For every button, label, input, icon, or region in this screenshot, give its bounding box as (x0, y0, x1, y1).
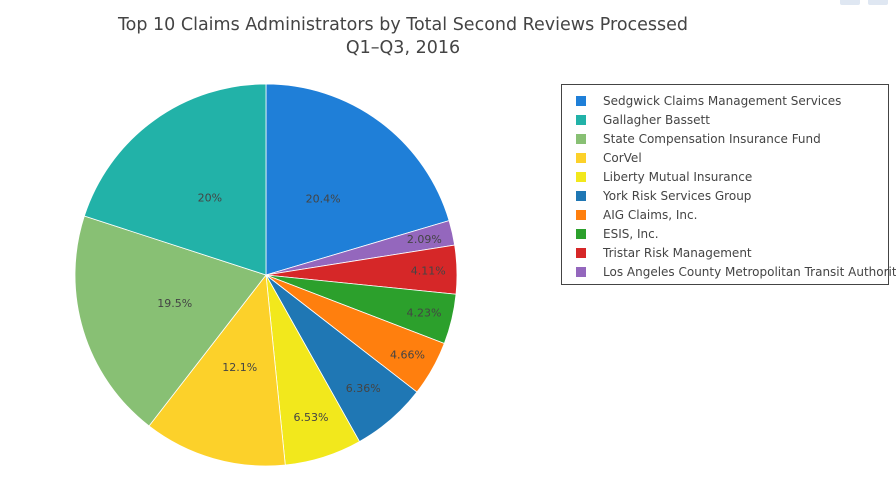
toolbar-button-icon[interactable] (840, 0, 860, 5)
legend-swatch (576, 95, 586, 106)
legend-item[interactable]: ESIS, Inc. (576, 224, 659, 243)
legend-label: Los Angeles County Metropolitan Transit … (603, 264, 896, 279)
legend-swatch (576, 190, 586, 201)
legend-label: Tristar Risk Management (603, 245, 752, 260)
legend-item[interactable]: Tristar Risk Management (576, 243, 752, 262)
slice-percent-label: 19.5% (157, 297, 192, 310)
legend-label: AIG Claims, Inc. (603, 207, 698, 222)
slice-percent-label: 2.09% (407, 233, 442, 246)
legend-item[interactable]: Liberty Mutual Insurance (576, 167, 752, 186)
legend-swatch (576, 266, 586, 277)
chart-title-line-1: Top 10 Claims Administrators by Total Se… (117, 15, 689, 35)
legend-label: Sedgwick Claims Management Services (603, 93, 842, 108)
legend-swatch (576, 247, 586, 258)
legend-item[interactable]: York Risk Services Group (576, 186, 751, 205)
slice-percent-label: 6.36% (346, 382, 381, 395)
toolbar-button-icon[interactable] (868, 0, 888, 5)
legend-label: ESIS, Inc. (603, 226, 659, 241)
slice-percent-label: 20% (198, 192, 222, 205)
legend-swatch (576, 171, 586, 182)
toolbar-edge (838, 0, 896, 6)
legend-item[interactable]: State Compensation Insurance Fund (576, 129, 821, 148)
legend-label: CorVel (603, 150, 642, 165)
legend-swatch (576, 114, 586, 125)
chart-title-line-2: Q1–Q3, 2016 (345, 38, 461, 58)
legend-label: State Compensation Insurance Fund (603, 131, 821, 146)
legend-label: Gallagher Bassett (603, 112, 710, 127)
legend-swatch (576, 209, 586, 220)
legend-swatch (576, 152, 586, 163)
slice-percent-label: 4.66% (390, 349, 425, 362)
pie-slice-state-compensation-insurance-fund[interactable] (74, 215, 267, 427)
legend-item[interactable]: Gallagher Bassett (576, 110, 710, 129)
pie-slice-sedgwick-claims-management-services[interactable] (265, 83, 450, 276)
slice-percent-label: 6.53% (293, 411, 328, 424)
legend-item[interactable]: AIG Claims, Inc. (576, 205, 697, 224)
slice-percent-label: 4.23% (406, 307, 441, 320)
legend-label: Liberty Mutual Insurance (603, 169, 753, 184)
legend-swatch (576, 228, 586, 239)
chart-title: Top 10 Claims Administrators by Total Se… (0, 14, 806, 60)
pie-slice-corvel[interactable] (148, 273, 286, 467)
slice-percent-label: 12.1% (222, 361, 257, 374)
legend-swatch (576, 133, 586, 144)
slice-percent-label: 20.4% (306, 192, 341, 205)
pie-slice-gallagher-bassett[interactable] (83, 83, 267, 276)
slice-percent-label: 4.11% (411, 264, 446, 277)
legend-label: York Risk Services Group (603, 188, 752, 203)
legend-item[interactable]: Sedgwick Claims Management Services (576, 91, 841, 110)
legend-item[interactable]: CorVel (576, 148, 642, 167)
legend-item[interactable]: Los Angeles County Metropolitan Transit … (576, 262, 896, 281)
